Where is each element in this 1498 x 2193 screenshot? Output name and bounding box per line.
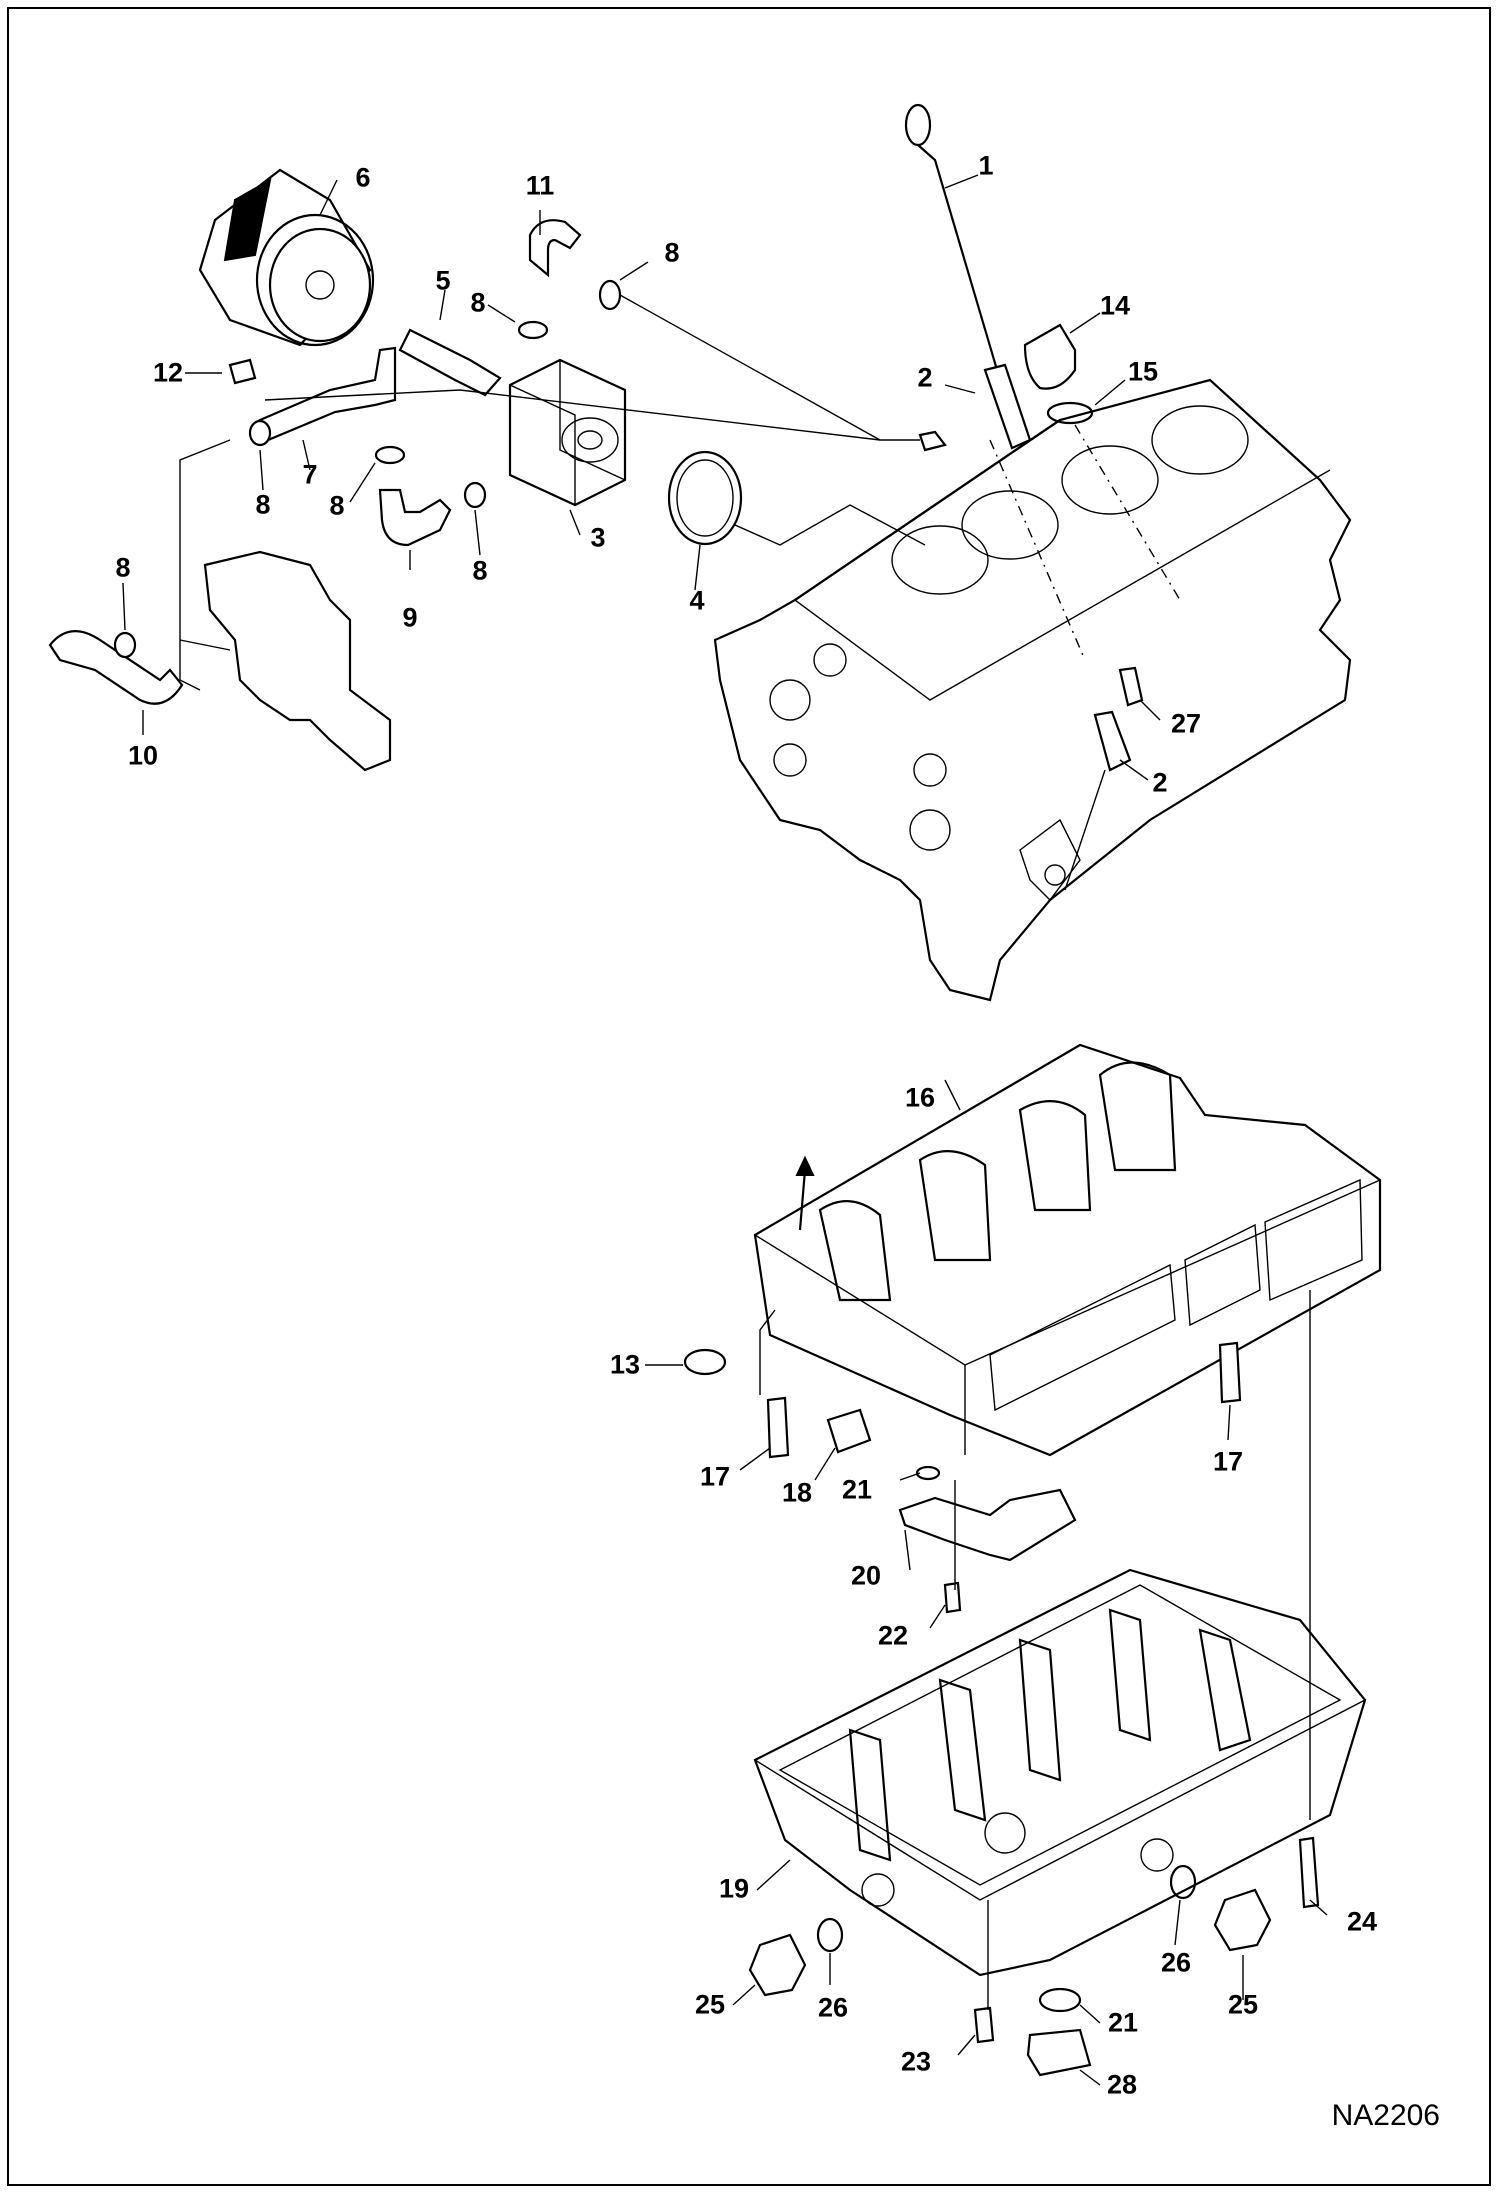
bolt-right xyxy=(1218,1341,1242,1404)
dipstick-guide-lower xyxy=(1093,710,1132,772)
callout-16: 16 xyxy=(904,1082,936,1113)
callout-25-left: 25 xyxy=(694,1989,726,2020)
callout-3: 3 xyxy=(590,522,606,553)
bolt-left xyxy=(766,1396,790,1459)
callout-15: 15 xyxy=(1127,356,1159,387)
o-ring xyxy=(1046,401,1094,425)
callout-8-e: 8 xyxy=(472,555,488,586)
washer-upper xyxy=(915,1465,941,1481)
pipe-assembly xyxy=(258,346,397,442)
bearing-frame xyxy=(753,1043,1382,1457)
callout-6: 6 xyxy=(355,162,371,193)
callout-5: 5 xyxy=(435,265,451,296)
cylinder-bore-3 xyxy=(1061,445,1159,515)
callout-10: 10 xyxy=(127,740,159,771)
callout-17-right: 17 xyxy=(1212,1446,1244,1477)
callout-8-b: 8 xyxy=(470,287,486,318)
callout-2-lower: 2 xyxy=(1152,767,1168,798)
callout-9: 9 xyxy=(402,602,418,633)
callout-22: 22 xyxy=(877,1620,909,1651)
callout-26-right: 26 xyxy=(1160,1947,1192,1978)
oil-pump-housing xyxy=(203,550,392,772)
cylinder-bore-4 xyxy=(1151,405,1249,475)
oil-filter xyxy=(198,168,375,347)
drain-plug-right xyxy=(1213,1888,1272,1952)
callout-21-lower: 21 xyxy=(1107,2007,1139,2038)
callout-25-right: 25 xyxy=(1227,1989,1259,2020)
drain-washer-left xyxy=(816,1917,844,1953)
banjo-bolt xyxy=(228,358,257,385)
fitting-nipple xyxy=(398,328,502,397)
pan-bolt xyxy=(1298,1836,1320,1909)
cylinder-bore-1 xyxy=(891,525,989,595)
figure-code: NA2206 xyxy=(1331,2099,1440,2132)
engine-block xyxy=(713,378,1352,1002)
dipstick xyxy=(904,103,1032,450)
washer-lower xyxy=(1038,1987,1082,2013)
callout-8-f: 8 xyxy=(115,552,131,583)
drain-plug-left xyxy=(748,1933,807,1997)
oil-strainer xyxy=(898,1488,1077,1562)
callout-7: 7 xyxy=(302,459,318,490)
hose-clamps xyxy=(113,279,622,659)
bushing xyxy=(826,1408,872,1454)
callout-2-upper: 2 xyxy=(917,362,933,393)
callout-13: 13 xyxy=(609,1349,641,1380)
drain-plug-bottom xyxy=(1026,2028,1092,2077)
oil-fill-cap xyxy=(1023,323,1077,390)
callout-26-left: 26 xyxy=(817,1992,849,2023)
callout-8-c: 8 xyxy=(255,489,271,520)
callout-24: 24 xyxy=(1346,1906,1378,1937)
hose-elbow-upper xyxy=(528,219,582,278)
connector xyxy=(918,430,947,452)
callout-17-left: 17 xyxy=(699,1461,731,1492)
callout-19: 19 xyxy=(718,1873,750,1904)
callout-27: 27 xyxy=(1170,708,1202,739)
callout-21-upper: 21 xyxy=(841,1474,873,1505)
oil-cooler xyxy=(508,358,627,507)
callout-12: 12 xyxy=(152,357,184,388)
cylinder-bore-2 xyxy=(961,490,1059,560)
callout-11: 11 xyxy=(525,170,555,201)
callout-18: 18 xyxy=(781,1477,813,1508)
callout-28: 28 xyxy=(1106,2069,1138,2100)
plug xyxy=(1118,666,1144,707)
drawing-border xyxy=(7,7,1491,2186)
callout-1: 1 xyxy=(978,150,994,181)
gasket-ring xyxy=(667,450,743,546)
callout-8-d: 8 xyxy=(329,490,345,521)
callout-23: 23 xyxy=(900,2046,932,2077)
callout-8-a: 8 xyxy=(664,237,680,268)
leader-lines xyxy=(122,174,1328,2086)
drain-washer-right xyxy=(1169,1864,1197,1900)
callout-20: 20 xyxy=(850,1560,882,1591)
hose-loop xyxy=(48,630,184,705)
oil-pan xyxy=(753,1568,1367,1977)
front-arrow xyxy=(798,1169,807,1231)
drain-bolt xyxy=(973,2006,995,2044)
callout-14: 14 xyxy=(1099,290,1131,321)
core-plug xyxy=(683,1348,727,1376)
strainer-bolt xyxy=(943,1581,962,1614)
hose-elbow-lower xyxy=(378,488,452,547)
callout-4: 4 xyxy=(689,585,705,616)
